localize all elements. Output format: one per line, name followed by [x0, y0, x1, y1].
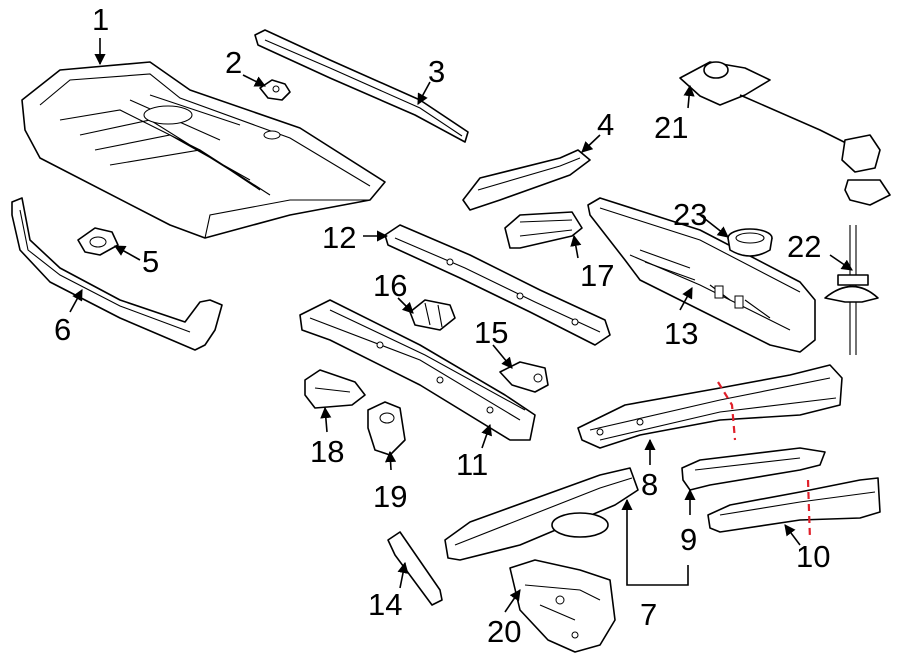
callout-14[interactable]: 14 [368, 587, 402, 622]
part-1-floor-pan[interactable] [21, 61, 386, 239]
part-22-bolt[interactable] [824, 225, 879, 355]
callout-6[interactable]: 6 [54, 312, 71, 347]
callout-18[interactable]: 18 [310, 434, 344, 469]
callout-22[interactable]: 22 [787, 229, 821, 264]
part-5-plate[interactable] [77, 227, 119, 256]
callout-11[interactable]: 11 [456, 447, 488, 482]
callout-20[interactable]: 20 [487, 614, 521, 649]
callout-17[interactable]: 17 [580, 258, 614, 293]
part-13-rear-member[interactable] [587, 197, 816, 353]
callout-5[interactable]: 5 [142, 244, 159, 279]
part-20-bracket[interactable] [509, 559, 616, 653]
leader-lines [69, 38, 853, 613]
part-18-bracket[interactable] [304, 369, 366, 409]
part-21-carrier[interactable] [679, 61, 891, 206]
part-4-rail[interactable] [462, 149, 591, 211]
part-3-rail[interactable] [254, 29, 469, 143]
callout-15[interactable]: 15 [474, 315, 508, 350]
part-19-mount[interactable] [367, 401, 406, 456]
part-16-bracket[interactable] [409, 299, 456, 331]
part-14-brace[interactable] [387, 531, 443, 606]
callout-21[interactable]: 21 [654, 110, 688, 145]
callout-23[interactable]: 23 [673, 197, 707, 232]
callout-3[interactable]: 3 [428, 54, 445, 89]
callout-9[interactable]: 9 [680, 522, 697, 557]
part-15-bracket[interactable] [499, 361, 549, 393]
callout-19[interactable]: 19 [373, 479, 407, 514]
part-7-frame-assembly[interactable] [444, 467, 639, 561]
callout-10[interactable]: 10 [796, 539, 830, 574]
part-23-plug[interactable] [727, 228, 773, 257]
part-17-bracket[interactable] [504, 211, 583, 249]
part-2-clip[interactable] [259, 79, 291, 101]
part-10-extension[interactable] [707, 477, 881, 533]
callout-4[interactable]: 4 [597, 107, 614, 142]
callout-labels: 1 2 3 4 5 6 7 8 9 10 11 12 13 14 15 16 1… [54, 2, 830, 649]
part-11-crossmember[interactable] [299, 299, 536, 441]
callout-13[interactable]: 13 [664, 316, 698, 351]
callout-7[interactable]: 7 [640, 597, 657, 632]
cut-line-10 [806, 479, 812, 541]
part-12-crossmember[interactable] [384, 224, 611, 346]
callout-12[interactable]: 12 [322, 220, 356, 255]
callout-16[interactable]: 16 [373, 268, 407, 303]
callout-1[interactable]: 1 [92, 2, 109, 37]
part-8-frame[interactable] [577, 364, 843, 449]
callout-2[interactable]: 2 [225, 45, 242, 80]
part-9-reinforcement[interactable] [681, 447, 826, 491]
cut-line-8 [717, 381, 737, 441]
callout-8[interactable]: 8 [641, 467, 658, 502]
part-6-sill[interactable] [11, 197, 223, 351]
